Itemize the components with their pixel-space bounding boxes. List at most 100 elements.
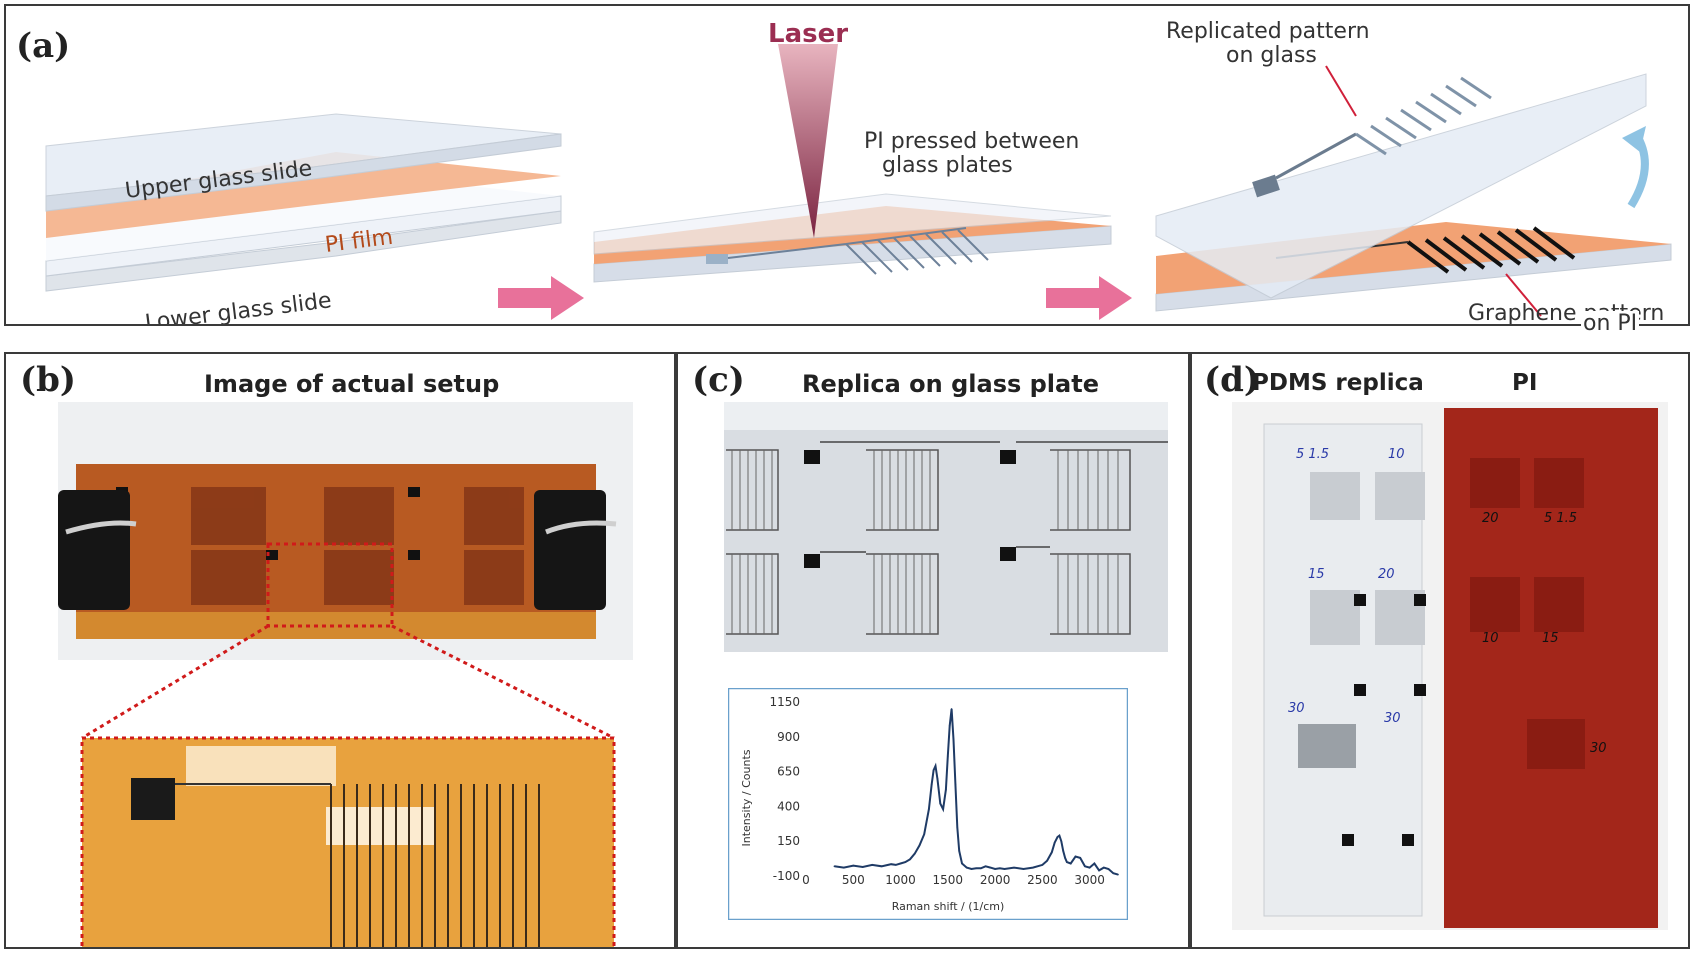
zoom-pad (131, 778, 175, 820)
raman-point (904, 861, 907, 863)
hand-label-5: 30 (1384, 711, 1401, 726)
raman-point (989, 866, 992, 869)
x-tick-label: 3000 (1074, 873, 1105, 887)
raman-point (1117, 873, 1119, 876)
raman-point (954, 783, 957, 785)
raman-point (984, 865, 987, 868)
replica-photo (724, 402, 1168, 652)
pi-film (46, 152, 561, 238)
raman-point (1093, 862, 1096, 865)
y-axis-label: Intensity / Counts (740, 749, 753, 846)
raman-point (843, 866, 845, 869)
hand-label-1: 10 (1388, 447, 1405, 462)
raman-point (833, 865, 836, 868)
raman-point (930, 783, 933, 785)
pi-pressed-label-1: PI pressed between (864, 129, 1079, 154)
raman-point (975, 867, 977, 870)
raman-point (1107, 868, 1110, 870)
replicated-pointer (1325, 65, 1357, 117)
raman-point (1056, 836, 1059, 838)
raman-point (861, 866, 864, 868)
raman-point (961, 862, 963, 865)
laser-label: Laser (768, 19, 848, 49)
hand-label-10: 30 (1590, 741, 1607, 756)
lower-glass-slide (45, 171, 562, 292)
hand-label-8: 10 (1482, 631, 1499, 646)
raman-point (909, 858, 911, 861)
raman-point (1013, 866, 1015, 869)
y-tick-label: 400 (777, 799, 800, 813)
zoom-electrode-lines (330, 784, 540, 947)
raman-point (1069, 862, 1072, 865)
raman-point (1032, 866, 1034, 869)
raman-point (1079, 857, 1081, 859)
raman-point (1053, 841, 1056, 844)
raman-point (970, 868, 973, 870)
raman-point (942, 808, 944, 810)
raman-point (999, 867, 1001, 870)
samples-photo: 5 1.5 10 15 20 30 30 20 5 1.5 10 15 30 (1232, 402, 1668, 930)
y-tick-label: 650 (777, 765, 800, 779)
pi-title: PI (1512, 370, 1538, 396)
raman-point (939, 802, 942, 805)
upper-glass-lifted (1155, 73, 1647, 299)
raman-point (1058, 834, 1061, 837)
pressed-stack (593, 193, 1112, 283)
raman-point (1003, 868, 1006, 870)
raman-point (1041, 864, 1044, 866)
raman-point (890, 863, 892, 865)
raman-point (1066, 861, 1068, 863)
raman-point (932, 769, 935, 772)
raman-point (899, 862, 902, 865)
hand-label-7: 5 1.5 (1544, 511, 1577, 526)
pi-pressed-label-2: glass plates (882, 153, 1013, 178)
x-tick-label: 2500 (1027, 873, 1058, 887)
chart-frame (728, 688, 1128, 920)
raman-point (945, 788, 947, 791)
raman-point (923, 833, 925, 836)
raman-point (1051, 851, 1053, 854)
left-clamp (58, 490, 130, 610)
x-axis-label: Raman shift / (1/cm) (892, 900, 1005, 913)
panel-b: (b) Image of actual setup (4, 352, 676, 949)
raman-point (895, 864, 897, 866)
hand-label-2: 15 (1308, 567, 1325, 582)
laser-beam (778, 44, 838, 238)
raman-point (918, 844, 921, 847)
hand-label-6: 20 (1482, 511, 1499, 526)
raman-point (934, 765, 937, 767)
zoom-box (266, 542, 394, 628)
raman-point (1062, 850, 1064, 852)
raman-point (880, 865, 883, 868)
x-tick-label: 0 (802, 873, 810, 887)
right-clamp (534, 490, 606, 610)
raman-point (956, 826, 959, 829)
hand-label-9: 15 (1542, 631, 1559, 646)
hand-label-0: 5 1.5 (1296, 447, 1329, 462)
raman-point (1088, 866, 1091, 869)
raman-point (928, 808, 930, 810)
y-tick-label: 1150 (769, 695, 800, 709)
raman-point (965, 866, 968, 869)
panel-b-title: Image of actual setup (204, 370, 500, 398)
raman-point (950, 708, 953, 710)
raman-point (936, 777, 939, 780)
x-tick-label: 1000 (885, 873, 916, 887)
graphene-label-2: on PI (1581, 311, 1640, 336)
raman-point (958, 850, 960, 852)
hand-label-4: 30 (1288, 701, 1305, 716)
raman-point (1064, 857, 1066, 859)
raman-point (913, 852, 916, 855)
panel-a: (a) Upper glass slide PI film Lower glas… (4, 4, 1690, 336)
raman-point (1046, 859, 1048, 862)
y-tick-label: 900 (777, 730, 800, 744)
panel-a-label: (a) (16, 26, 71, 66)
x-tick-label: 2000 (980, 873, 1011, 887)
arrow-right-2 (1046, 276, 1132, 320)
y-tick-label: -100 (773, 869, 800, 883)
panel-d: (d) PDMS replica PI 5 1.5 10 15 20 30 30 (1190, 352, 1690, 949)
upper-glass-slide (45, 113, 562, 212)
schematic-a: Upper glass slide PI film Lower glass sl… (45, 19, 1672, 324)
raman-point (1103, 866, 1105, 869)
